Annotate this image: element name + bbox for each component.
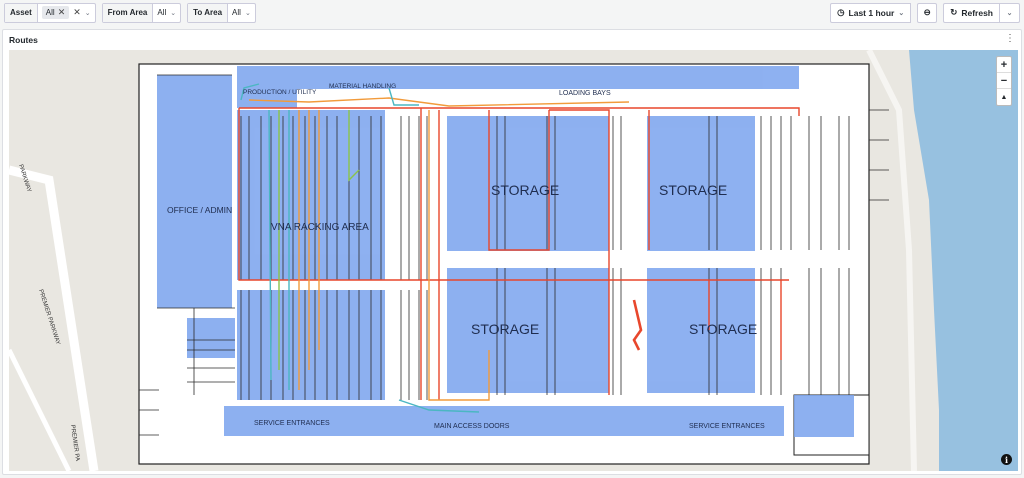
zone-production	[237, 88, 297, 108]
time-range-group: ◷ Last 1 hour ⌄	[830, 2, 912, 23]
label-storage-2: STORAGE	[659, 182, 727, 198]
panel-title: Routes	[9, 35, 38, 45]
routes	[238, 83, 800, 413]
route-path	[420, 108, 440, 400]
from-area-filter-label: From Area	[102, 3, 154, 22]
clear-icon[interactable]: ✕	[73, 7, 81, 17]
zoom-out-button[interactable]: −	[997, 73, 1011, 89]
road-label: PREMIER PA	[69, 424, 80, 461]
time-range-label: Last 1 hour	[848, 7, 895, 18]
zone-storage-4	[647, 268, 755, 393]
chevron-down-icon: ⌄	[898, 9, 905, 17]
refresh-label: Refresh	[961, 7, 993, 18]
zone-loading	[237, 66, 799, 89]
water-area	[909, 50, 1018, 471]
info-icon[interactable]: i	[1001, 454, 1012, 465]
zone-office	[157, 75, 232, 308]
asset-filter-label: Asset	[5, 3, 38, 22]
time-range-picker[interactable]: ◷ Last 1 hour ⌄	[830, 2, 912, 23]
label-loading: LOADING BAYS	[559, 90, 611, 97]
chip-remove-icon[interactable]: ✕	[57, 7, 66, 17]
label-service-right: SERVICE ENTRANCES	[689, 423, 765, 430]
compass-icon[interactable]: ▲	[1000, 93, 1008, 101]
road-label: PREMIER PARKWAY	[37, 289, 61, 346]
label-main-doors: MAIN ACCESS DOORS	[434, 423, 510, 430]
asset-chip-value: All	[45, 8, 55, 17]
route-path	[398, 399, 480, 413]
chevron-down-icon: ⌄	[170, 9, 177, 17]
to-area-select[interactable]: All ⌄	[228, 4, 255, 22]
label-vna: VNA RACKING AREA	[271, 222, 369, 233]
route-path	[278, 110, 360, 370]
label-production: PRODUCTION / UTILITY	[243, 89, 317, 96]
refresh-interval-button[interactable]: ⌄	[1000, 2, 1020, 23]
refresh-group: ↻ Refresh ⌄	[943, 2, 1020, 23]
asset-filter: Asset All ✕ ✕ ⌄	[4, 2, 96, 23]
label-office: OFFICE / ADMIN	[167, 205, 232, 215]
route-path	[248, 97, 630, 107]
route-path	[488, 109, 610, 395]
label-material: MATERIAL HANDLING	[329, 83, 396, 90]
from-area-filter: From Area All ⌄	[101, 2, 182, 23]
chevron-down-icon: ⌄	[1006, 9, 1013, 17]
label-storage-3: STORAGE	[471, 321, 539, 337]
route-path	[648, 110, 782, 360]
zone-service-left	[224, 406, 784, 436]
clock-icon: ◷	[837, 7, 845, 17]
dashboard-toolbar: Asset All ✕ ✕ ⌄ From Area All ⌄ To Area …	[0, 0, 1024, 25]
label-storage-1: STORAGE	[491, 182, 559, 198]
road	[9, 348, 72, 471]
routes-panel: Routes ⋮ PREMIER PARKWAY PREMIER PA PARK…	[2, 29, 1022, 475]
zones	[157, 66, 854, 437]
floorplan-svg: PREMIER PARKWAY PREMIER PA PARKWAY	[9, 50, 1018, 471]
refresh-button[interactable]: ↻ Refresh	[943, 2, 1000, 23]
label-service-left: SERVICE ENTRANCES	[254, 420, 330, 427]
zone-vna-lower	[237, 290, 385, 400]
asset-filter-select[interactable]: All ✕ ✕ ⌄	[38, 4, 95, 22]
refresh-icon: ↻	[950, 7, 958, 17]
to-area-filter-label: To Area	[188, 3, 229, 22]
route-path	[298, 110, 320, 390]
area-labels: PRODUCTION / UTILITY MATERIAL HANDLING L…	[167, 83, 765, 430]
zone-small	[187, 318, 235, 358]
zone-storage-3	[447, 268, 609, 393]
route-path	[388, 87, 419, 106]
panel-menu-icon[interactable]: ⋮	[1005, 33, 1015, 44]
road	[866, 50, 917, 471]
asset-chip: All ✕	[41, 6, 70, 19]
zoom-out-icon: ⊖	[923, 7, 931, 17]
route-path	[632, 299, 643, 351]
zone-storage-1	[447, 116, 609, 251]
label-storage-4: STORAGE	[689, 321, 757, 337]
zone-storage-2	[647, 116, 755, 251]
to-area-filter: To Area All ⌄	[187, 2, 256, 23]
chevron-down-icon[interactable]: ⌄	[84, 9, 91, 17]
map-zoom-controls: + − ▲	[996, 56, 1012, 106]
routes-map[interactable]: PREMIER PARKWAY PREMIER PA PARKWAY	[9, 50, 1018, 471]
to-area-value: All	[232, 8, 241, 17]
from-area-value: All	[157, 8, 167, 17]
zone-service-right	[794, 395, 854, 437]
zone-vna	[237, 110, 385, 280]
route-path	[240, 83, 290, 390]
from-area-select[interactable]: All ⌄	[153, 4, 180, 22]
route-path	[238, 108, 789, 281]
zoom-out-time-button[interactable]: ⊖	[917, 2, 938, 23]
route-path	[428, 110, 490, 401]
racking	[139, 74, 889, 436]
route-path	[239, 107, 800, 116]
road	[9, 165, 99, 471]
zoom-in-button[interactable]: +	[997, 57, 1011, 73]
chevron-down-icon: ⌄	[244, 9, 251, 17]
